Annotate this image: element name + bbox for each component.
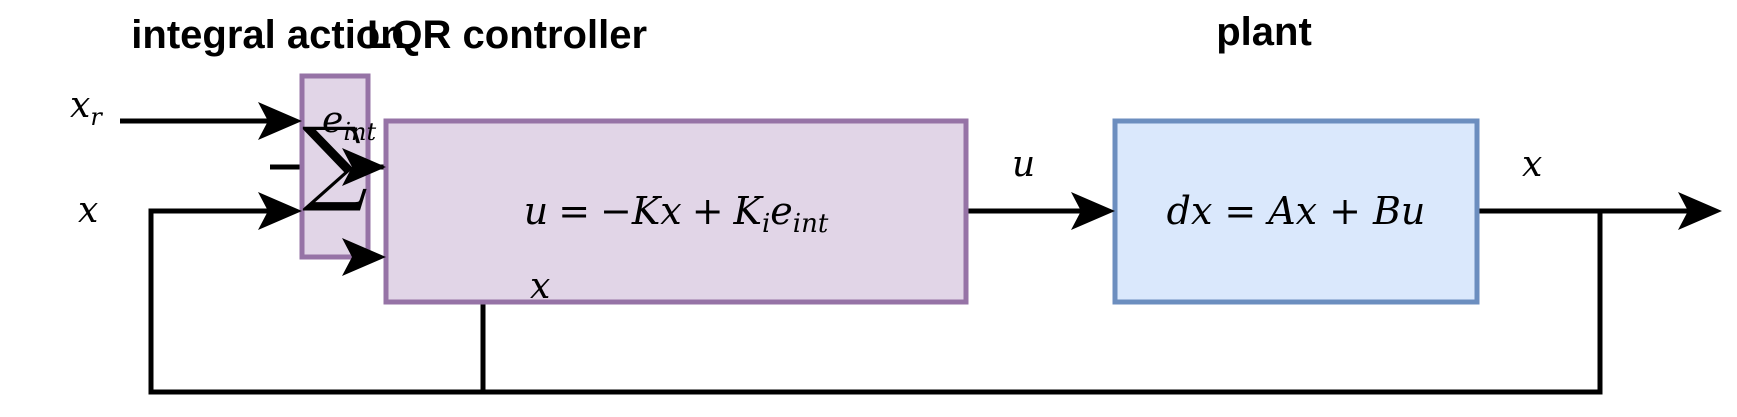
lqr-kx: Kx bbox=[631, 189, 682, 233]
arrowhead-e-int bbox=[342, 148, 386, 186]
lqr-plus: + bbox=[692, 189, 724, 233]
label-xr-subscript: r bbox=[90, 103, 103, 131]
lqr-ki: K bbox=[733, 189, 765, 233]
label-x-output: x bbox=[1522, 144, 1542, 185]
heading-lqr-controller: LQR controller bbox=[367, 13, 647, 57]
plant-equation: dx=Ax +Bu bbox=[1167, 189, 1426, 233]
lqr-u: u bbox=[524, 189, 548, 233]
plant-dx: dx bbox=[1167, 189, 1213, 233]
lqr-controller-block bbox=[383, 118, 969, 305]
label-x-lqr: x bbox=[530, 266, 550, 307]
arrowheads bbox=[258, 102, 1722, 276]
lqr-e-subscript: int bbox=[793, 209, 829, 239]
plant-bu: Bu bbox=[1372, 189, 1425, 233]
label-e-int: eint bbox=[322, 100, 376, 146]
wire-feedback-to-sum bbox=[148, 208, 1603, 395]
label-x-input: x bbox=[78, 190, 98, 231]
plant-ax: Ax bbox=[1265, 189, 1317, 233]
arrowhead-x-to-sum bbox=[258, 192, 302, 230]
arrowhead-xr bbox=[258, 102, 302, 140]
lqr-equals: = bbox=[558, 189, 590, 233]
lqr-ki-subscript: i bbox=[762, 209, 770, 239]
plant-equals: = bbox=[1224, 189, 1256, 233]
arrowhead-x-to-lqr bbox=[342, 238, 386, 276]
label-u: u bbox=[1012, 144, 1035, 185]
label-e-int-subscript: int bbox=[343, 118, 376, 146]
lqr-control-law: u=−Kx+Kieint bbox=[524, 189, 829, 239]
plant-block bbox=[1112, 118, 1480, 305]
lqr-minus: − bbox=[600, 189, 632, 233]
lqr-e: e bbox=[770, 189, 793, 233]
heading-integral-action: integral action bbox=[131, 13, 404, 57]
label-xr: xr bbox=[70, 85, 103, 131]
arrowhead-u bbox=[1071, 192, 1115, 230]
arrowhead-x-out bbox=[1678, 192, 1722, 230]
plant-plus: + bbox=[1329, 189, 1361, 233]
heading-plant: plant bbox=[1216, 10, 1312, 54]
